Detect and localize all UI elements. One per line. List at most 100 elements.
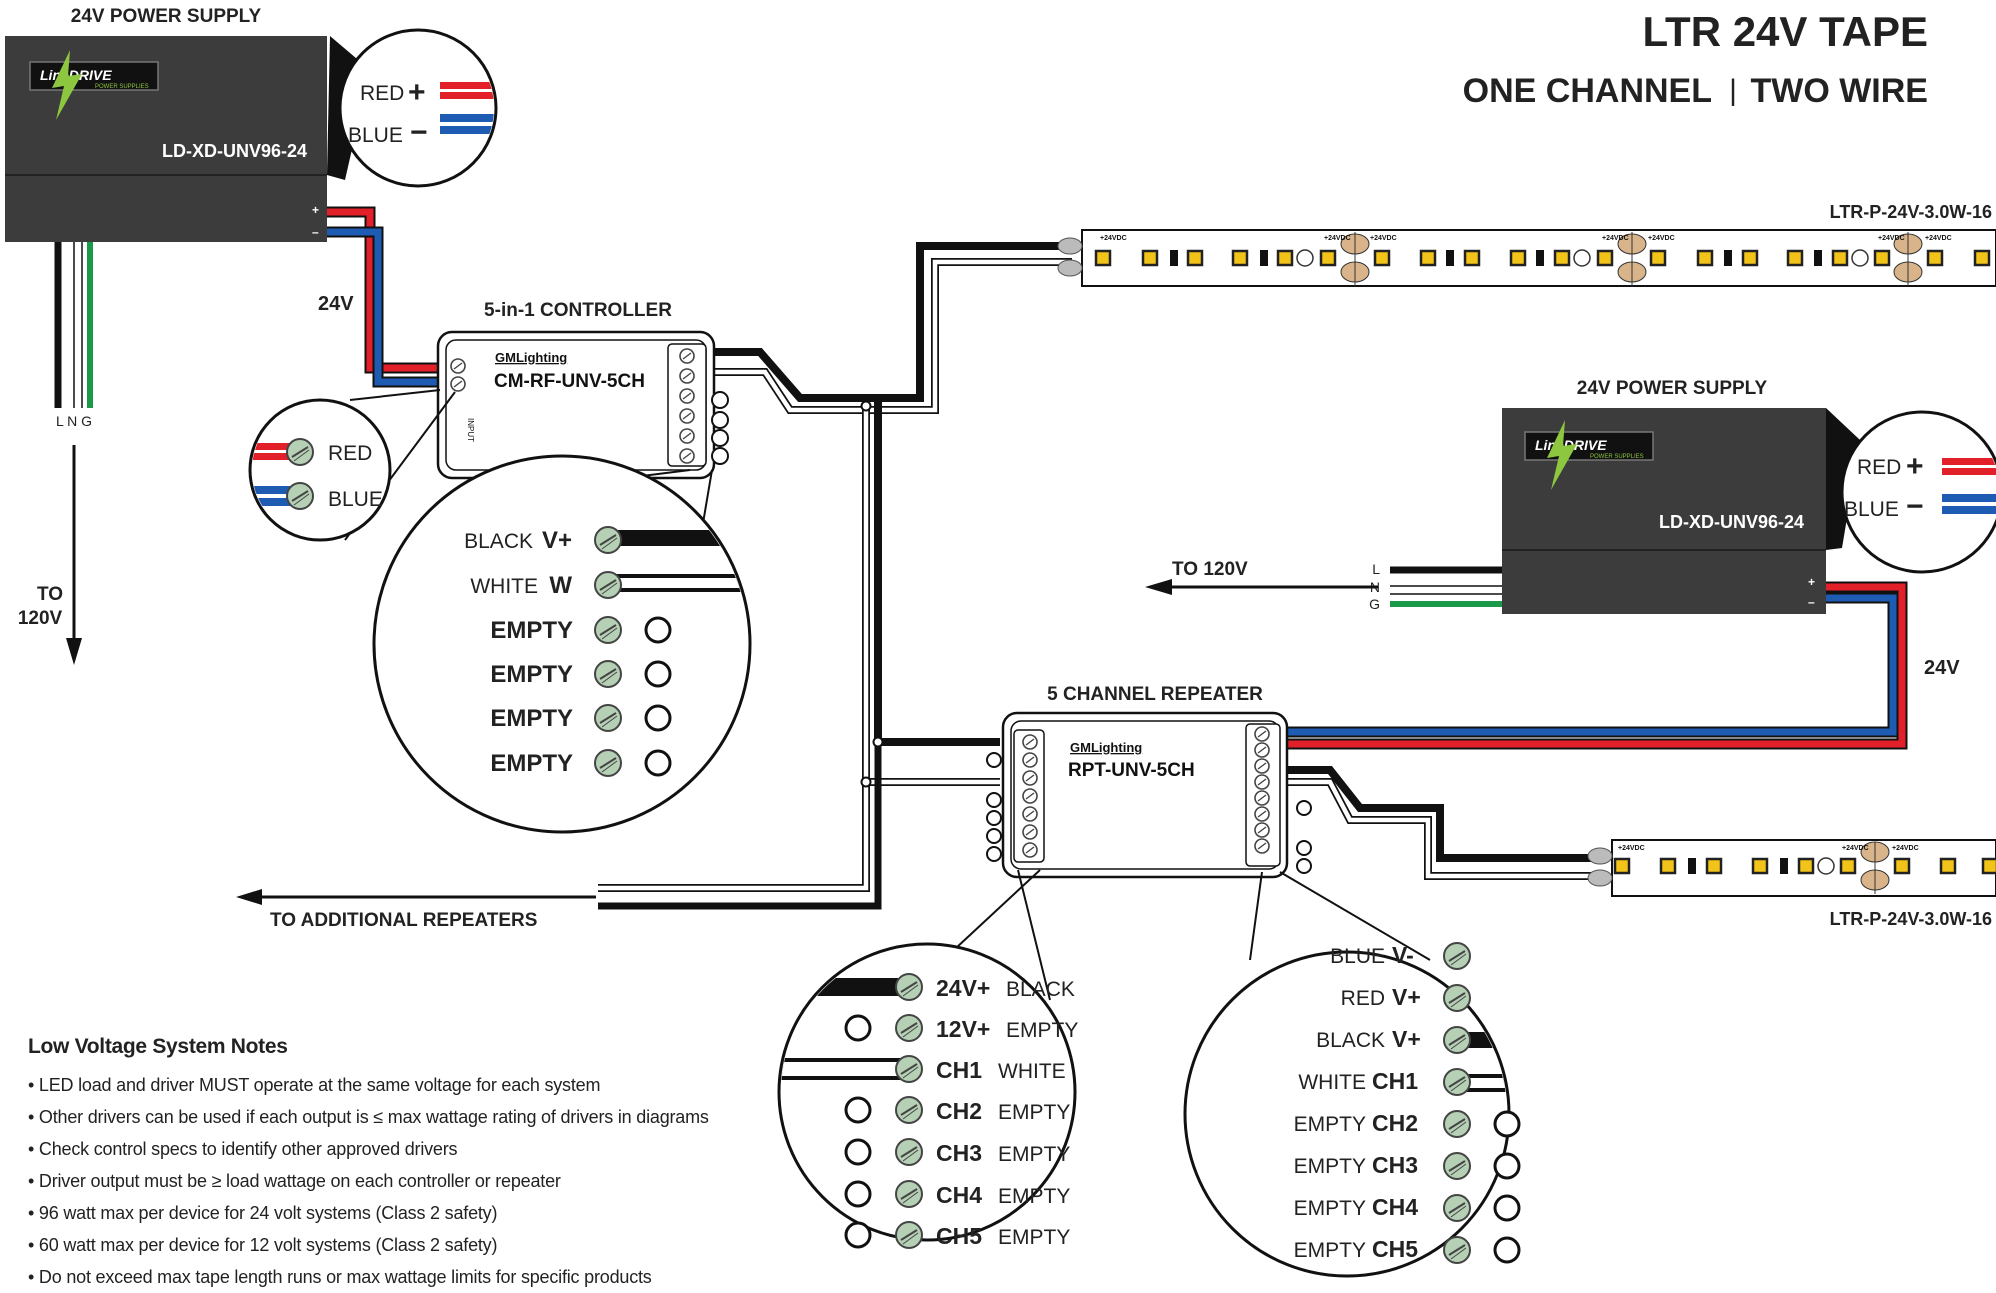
rpt-in-term-3: CH2	[936, 1098, 982, 1124]
repeater-to-tape2-wires	[1285, 766, 1605, 880]
rpt-in-term-2: CH1	[936, 1057, 982, 1083]
repeater-heading: 5 CHANNEL REPEATER	[1047, 684, 1263, 705]
rpt-in-wire-0: BLACK	[1006, 978, 1075, 1001]
system-notes: Low Voltage System Notes LED load and dr…	[28, 1035, 828, 1293]
rpt-out-wire-1: RED	[1341, 987, 1385, 1010]
tape2-pad-label: +24VDC	[1618, 845, 1645, 852]
psu1-plus: +	[312, 203, 319, 217]
psu1-terminal-labels: L N G	[56, 413, 92, 429]
psu1-input-wires	[54, 240, 93, 408]
psu1-callout-blue: BLUE	[348, 124, 403, 147]
lightning-bolt-icon	[1547, 420, 1577, 490]
ctl-out-wire-1: WHITE	[470, 575, 538, 598]
to-120v-left-line2: 120V	[18, 608, 63, 629]
rpt-out-wire-4: EMPTY	[1294, 1113, 1366, 1136]
rpt-out-term-2: V+	[1392, 1026, 1421, 1052]
to-120v-left-line1: TO	[37, 584, 63, 605]
controller-to-tape1-wires	[712, 242, 1072, 414]
notes-heading: Low Voltage System Notes	[28, 1035, 288, 1058]
to-additional-repeaters-arrow	[236, 889, 596, 905]
psu2-brand-sub: POWER SUPPLIES	[1590, 454, 1644, 460]
rpt-in-wire-1: EMPTY	[1006, 1019, 1078, 1042]
subtitle-left: ONE CHANNEL	[1463, 72, 1712, 110]
psu2-model: LD-XD-UNV96-24	[1659, 512, 1804, 532]
rpt-in-term-6: CH5	[936, 1223, 982, 1249]
note-item: LED load and driver MUST operate at the …	[28, 1069, 828, 1101]
repeater-device: GMLighting RPT-UNV-5CH	[986, 711, 1312, 879]
tape1-pad-label-2: +24VDC	[1324, 235, 1351, 242]
psu2-term-g: G	[1369, 596, 1380, 612]
controller-input-label: INPUT	[466, 418, 475, 442]
tape2-pad-label-3: +24VDC	[1892, 845, 1919, 852]
psu2-callout-minus: −	[1906, 490, 1924, 523]
note-item: 96 watt max per device for 24 volt syste…	[28, 1197, 828, 1229]
tape1-pad-label-4: +24VDC	[1602, 235, 1629, 242]
label-24v-right: 24V	[1924, 657, 1960, 679]
note-item: Driver output must be ≥ load wattage on …	[28, 1165, 828, 1197]
rpt-in-wire-5: EMPTY	[998, 1185, 1070, 1208]
controller-brand: GMLighting	[495, 350, 567, 365]
subtitle-right: TWO WIRE	[1750, 72, 1928, 110]
rpt-in-term-4: CH3	[936, 1140, 982, 1166]
psu1-callout-minus: −	[410, 116, 428, 149]
tape1-pad-label-5: +24VDC	[1648, 235, 1675, 242]
led-tape-1: +24VDC +24VDC +24VDC +24VDC +24VDC +24VD…	[1057, 229, 1996, 287]
rpt-out-wire-0: BLUE	[1330, 945, 1385, 968]
tape1-model: LTR-P-24V-3.0W-16	[1830, 202, 1992, 222]
rpt-out-wire-2: BLACK	[1316, 1029, 1385, 1052]
repeater-brand: GMLighting	[1070, 740, 1142, 755]
psu2-minus: –	[1808, 595, 1815, 609]
psu2-callout-blue: BLUE	[1844, 498, 1899, 521]
tape1-pad-label: +24VDC	[1100, 235, 1127, 242]
rpt-out-term-0: V-	[1392, 942, 1414, 968]
rpt-out-term-4: CH2	[1372, 1110, 1418, 1136]
repeater-output-callout: BLUE V- RED V+ BLACK V+ WHITE CH1 EMPTY …	[1183, 871, 1521, 1278]
tape1-pad-label-6: +24VDC	[1878, 235, 1905, 242]
controller-input-callout: RED BLUE	[248, 389, 456, 542]
rpt-out-wire-7: EMPTY	[1294, 1239, 1366, 1262]
power-supply-1: LineDRIVE POWER SUPPLIES LD-XD-UNV96-24 …	[5, 36, 327, 242]
psu1-minus: –	[312, 225, 319, 239]
psu2-plus: +	[1808, 575, 1815, 589]
ctl-out-term-5: EMPTY	[490, 750, 573, 777]
tape1-pad-label-3: +24VDC	[1370, 235, 1397, 242]
ctl-out-term-0: V+	[542, 527, 572, 554]
to-120v-right-label: TO 120V	[1172, 559, 1248, 580]
to-additional-repeaters-label: TO ADDITIONAL REPEATERS	[270, 910, 537, 931]
power-supply-2: LineDRIVE POWER SUPPLIES LD-XD-UNV96-24 …	[1502, 408, 1826, 614]
rpt-in-term-0: 24V+	[936, 975, 990, 1001]
rpt-out-term-1: V+	[1392, 984, 1421, 1010]
label-24v-left: 24V	[318, 293, 354, 315]
controller-to-repeater-wires	[598, 398, 1000, 910]
psu2-term-l: L	[1372, 561, 1380, 577]
psu2-heading: 24V POWER SUPPLY	[1577, 378, 1768, 399]
psu2-callout-plus: +	[1906, 450, 1924, 483]
to-120v-right-arrow	[1145, 579, 1378, 595]
rpt-out-term-3: CH1	[1372, 1068, 1418, 1094]
note-item: Check control specs to identify other ap…	[28, 1133, 828, 1165]
repeater-model: RPT-UNV-5CH	[1068, 760, 1195, 781]
controller-heading: 5-in-1 CONTROLLER	[484, 300, 672, 321]
controller-callout-red: RED	[328, 442, 372, 465]
rpt-out-term-7: CH5	[1372, 1236, 1418, 1262]
tape2-model: LTR-P-24V-3.0W-16	[1830, 909, 1992, 929]
tape1-pad-label-7: +24VDC	[1925, 235, 1952, 242]
led-tape-2: +24VDC +24VDC +24VDC	[1587, 839, 1996, 897]
psu1-heading: 24V POWER SUPPLY	[71, 6, 262, 27]
psu1-brand-sub: POWER SUPPLIES	[95, 84, 149, 90]
rpt-in-wire-3: EMPTY	[998, 1101, 1070, 1124]
rpt-in-term-1: 12V+	[936, 1016, 990, 1042]
psu1-callout-plus: +	[408, 76, 426, 109]
note-item: 60 watt max per device for 12 volt syste…	[28, 1229, 828, 1261]
psu1-model: LD-XD-UNV96-24	[162, 141, 307, 161]
rpt-in-term-5: CH4	[936, 1182, 982, 1208]
psu2-input-wires	[1390, 566, 1502, 607]
ctl-out-term-2: EMPTY	[490, 617, 573, 644]
ctl-out-term-1: W	[549, 572, 572, 599]
ctl-out-term-4: EMPTY	[490, 705, 573, 732]
to-120v-left-arrow	[66, 445, 82, 665]
note-item: Do not exceed max tape length runs or ma…	[28, 1261, 828, 1293]
psu2-callout-red: RED	[1857, 456, 1901, 479]
psu2-output-callout: RED + BLUE −	[1826, 408, 1996, 574]
